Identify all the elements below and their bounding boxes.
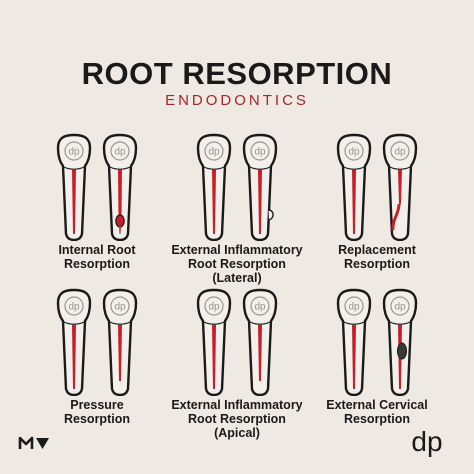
tooth-pair-illustration: dp dp bbox=[56, 288, 138, 396]
brand-logo: dp bbox=[406, 426, 448, 462]
panel-label-line: Root Resorption bbox=[188, 257, 286, 271]
panel-label-line: Resorption bbox=[344, 257, 410, 271]
tooth-normal: dp bbox=[56, 288, 92, 396]
page-subtitle: ENDODONTICS bbox=[165, 92, 309, 109]
tooth-pair-illustration: dp dp bbox=[196, 288, 278, 396]
panel-label-line: Pressure bbox=[70, 398, 124, 412]
panel-label-line: (Apical) bbox=[214, 426, 260, 440]
tooth-mark-text: dp bbox=[348, 302, 360, 313]
tooth-affected: dp bbox=[382, 288, 418, 396]
panel-label-line: External Inflammatory bbox=[171, 243, 303, 257]
tooth-affected: dp bbox=[382, 133, 418, 241]
panel-label-line: Root Resorption bbox=[188, 412, 286, 426]
tooth-pair-illustration: dp dp bbox=[336, 133, 418, 241]
tooth-mark-text: dp bbox=[114, 147, 126, 158]
brand-logo-text: dp bbox=[411, 427, 442, 457]
tooth-normal: dp bbox=[56, 133, 92, 241]
tooth-mark-text: dp bbox=[254, 302, 266, 313]
tooth-mark-text: dp bbox=[68, 147, 80, 158]
tooth-normal: dp bbox=[336, 133, 372, 241]
tooth-affected: dp bbox=[102, 133, 138, 241]
tooth-affected: dp bbox=[102, 288, 138, 396]
tooth-mark-text: dp bbox=[348, 147, 360, 158]
tooth-normal: dp bbox=[196, 288, 232, 396]
tooth-mark-text: dp bbox=[394, 147, 406, 158]
tooth-mark-text: dp bbox=[254, 147, 266, 158]
tooth-mark-text: dp bbox=[68, 302, 80, 313]
tooth-mark-text: dp bbox=[394, 302, 406, 313]
tooth-affected: dp bbox=[242, 133, 278, 241]
panel-label-line: Internal Root bbox=[58, 243, 136, 257]
tooth-affected: dp bbox=[242, 288, 278, 396]
tooth-normal: dp bbox=[196, 133, 232, 241]
tooth-outline-icon bbox=[18, 435, 52, 456]
panel-label-line: Resorption bbox=[64, 412, 130, 426]
panel-label-line: Resorption bbox=[344, 412, 410, 426]
panel-label-line: (Lateral) bbox=[212, 271, 262, 285]
tooth-mark-text: dp bbox=[114, 302, 126, 313]
panel-label-line: External Inflammatory bbox=[171, 398, 303, 412]
panel-label-line: Resorption bbox=[64, 257, 130, 271]
tooth-normal: dp bbox=[336, 288, 372, 396]
tooth-pair-illustration: dp dp bbox=[336, 288, 418, 396]
page-title: ROOT RESORPTION bbox=[81, 56, 393, 91]
panel-label-line: Replacement bbox=[338, 243, 416, 257]
tooth-mark-text: dp bbox=[208, 147, 220, 158]
tooth-pair-illustration: dp dp bbox=[196, 133, 278, 241]
panel-label-line: External Cervical bbox=[326, 398, 428, 412]
tooth-mark-text: dp bbox=[208, 302, 220, 313]
tooth-pair-illustration: dp dp bbox=[56, 133, 138, 241]
